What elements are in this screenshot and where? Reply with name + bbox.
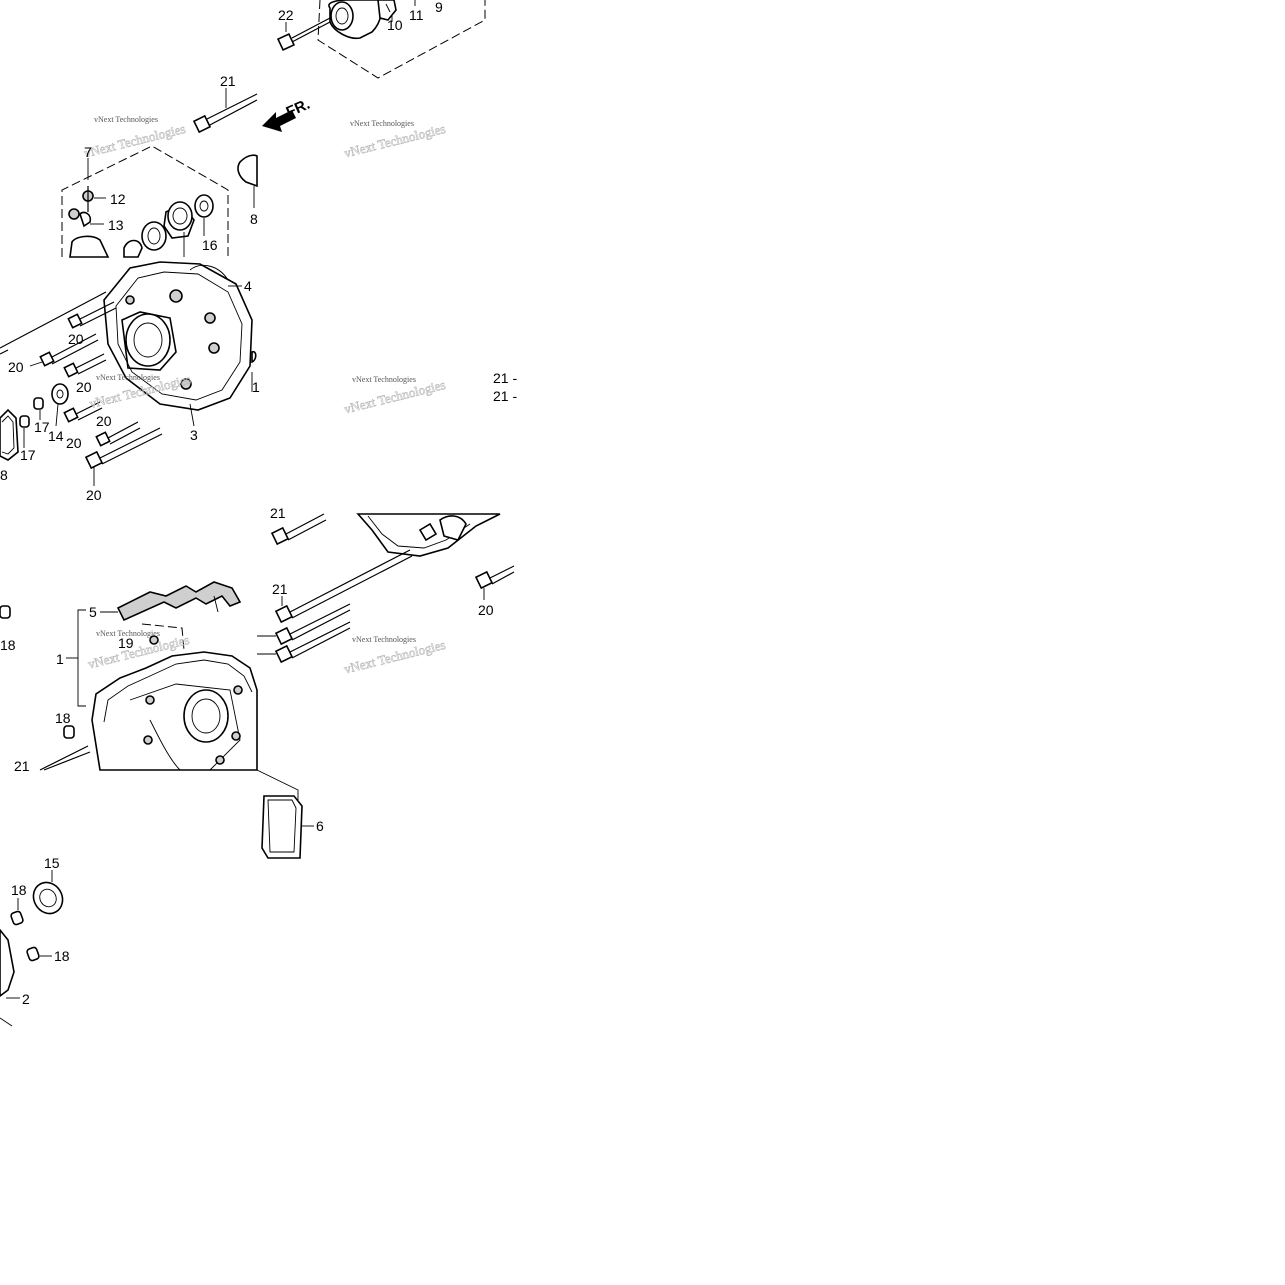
callout-17-a: 17 [34, 419, 50, 435]
callout-18-b: 18 [55, 710, 71, 726]
case-assembly-panel [0, 581, 258, 771]
callout-15: 15 [44, 855, 60, 871]
watermark-4: vNext Technologies [352, 375, 416, 384]
front-direction-arrow: FR. [262, 96, 313, 132]
callout-11: 11 [409, 7, 424, 23]
callout-20-g: 20 [478, 602, 494, 618]
callout-1-edge: 1 [252, 379, 260, 395]
bolt-22 [276, 17, 331, 52]
nut-14 [51, 383, 69, 427]
callout-18-d: 18 [54, 948, 70, 964]
watermark-6: vNext Technologies [352, 635, 416, 644]
callout-20-f: 20 [86, 487, 102, 503]
upper-left-panel [61, 88, 258, 258]
callout-3: 3 [190, 427, 198, 443]
callout-20-c: 20 [76, 379, 92, 395]
callout-16: 16 [202, 237, 218, 253]
seal-15 [32, 870, 64, 915]
callout-12: 12 [110, 191, 126, 207]
watermark-1: vNext Technologies [94, 115, 158, 124]
callout-21-top: 21 [220, 73, 236, 89]
callout-13: 13 [108, 217, 124, 233]
callout-17-b: 17 [20, 447, 36, 463]
watermark-5: vNext Technologies [96, 629, 160, 638]
top-assembly [276, 0, 486, 79]
callout-18-c: 18 [11, 882, 27, 898]
callout-8-left: 8 [0, 467, 8, 483]
bearing [163, 201, 195, 257]
watermarks: vNext Technologies vNext Technologies vN… [82, 115, 447, 677]
callout-2: 2 [22, 991, 30, 1007]
callout-6: 6 [316, 818, 324, 834]
callout-14: 14 [48, 428, 64, 444]
callout-7: 7 [84, 144, 92, 160]
ring-16 [194, 194, 214, 236]
callout-4: 4 [244, 278, 252, 294]
callout-21-right-b: 21 - [493, 388, 517, 404]
callout-1: 1 [56, 651, 64, 667]
callout-10: 10 [387, 17, 403, 33]
watermark-3: vNext Technologies [96, 373, 160, 382]
callout-20-a: 20 [68, 331, 84, 347]
bolt-20-set [0, 291, 163, 486]
clip-13 [68, 208, 104, 228]
oil-seal [141, 221, 167, 251]
insert-6 [256, 769, 314, 859]
callout-21-upper: 21 [270, 505, 286, 521]
dowel-17 [19, 397, 44, 448]
lower-left-panel [0, 870, 64, 1027]
callout-20-d: 20 [66, 435, 82, 451]
callout-9: 9 [435, 0, 443, 15]
callout-labels: 22 10 11 9 21 7 12 13 16 8 4 20 20 20 1 … [0, 0, 517, 1007]
callout-18-a: 18 [0, 637, 16, 653]
callout-19: 19 [118, 635, 134, 651]
callout-21-right-a: 21 - [493, 370, 517, 386]
callout-22: 22 [278, 7, 294, 23]
watermark-2: vNext Technologies [350, 119, 414, 128]
callout-20-e: 20 [96, 413, 112, 429]
mid-left-panel [0, 261, 257, 486]
stud-12 [82, 186, 106, 212]
callout-21-low: 21 [14, 758, 30, 774]
callout-8-top: 8 [250, 211, 258, 227]
fr-label: FR. [284, 96, 313, 121]
mid-right-panel [257, 513, 515, 664]
bolt-21-long [192, 88, 258, 134]
callout-5: 5 [89, 604, 97, 620]
callout-21-mid: 21 [272, 581, 288, 597]
callout-20-b: 20 [8, 359, 24, 375]
